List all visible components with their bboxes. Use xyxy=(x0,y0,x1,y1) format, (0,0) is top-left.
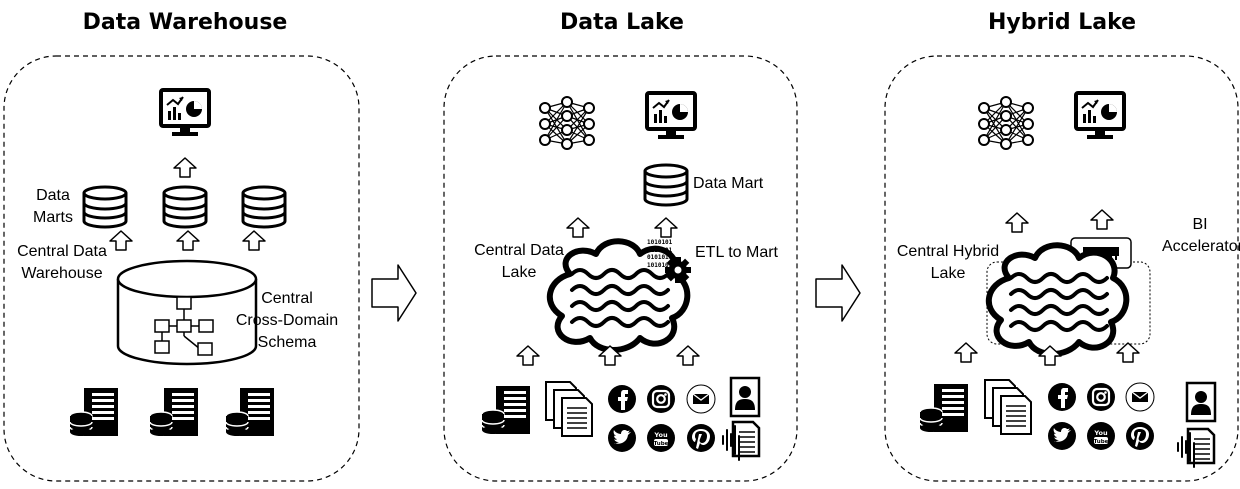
monitor-chart-icon xyxy=(1074,91,1126,141)
twitter-icon xyxy=(1048,422,1076,450)
server-icon xyxy=(69,387,119,437)
schema-icon xyxy=(154,296,214,356)
database-icon xyxy=(643,163,689,207)
audio-file-icon xyxy=(1176,427,1216,469)
arrow-right-icon xyxy=(371,264,417,322)
audio-file-icon xyxy=(721,420,761,462)
up-arrow-icon xyxy=(516,345,540,366)
neural-network-icon xyxy=(978,96,1034,150)
database-icon xyxy=(162,185,208,229)
server-icon xyxy=(481,385,531,435)
facebook-icon xyxy=(1048,383,1076,411)
up-arrow-icon xyxy=(566,217,590,238)
label-bi-accelerator: BI Accelerator xyxy=(1162,216,1240,255)
up-arrow-icon xyxy=(1116,342,1140,363)
up-arrow-icon xyxy=(654,217,678,238)
panel-hybrid-border xyxy=(884,55,1239,482)
documents-icon xyxy=(545,381,593,437)
panel-title-lake: Data Lake xyxy=(560,10,684,35)
label-central-hybrid-lake: Central Hybrid Lake xyxy=(896,243,1000,282)
panel-title-hybrid: Hybrid Lake xyxy=(987,10,1137,35)
server-icon xyxy=(225,387,275,437)
up-arrow-icon xyxy=(954,342,978,363)
label-central-lake: Central Data Lake xyxy=(474,242,564,281)
pinterest-icon xyxy=(687,424,715,452)
label-etl-to-mart: ETL to Mart xyxy=(695,244,778,261)
database-icon xyxy=(82,185,128,229)
server-icon xyxy=(919,383,969,433)
label-central-warehouse: Central Data Warehouse xyxy=(17,243,107,282)
instagram-icon xyxy=(645,383,677,415)
twitter-icon xyxy=(608,424,636,452)
up-arrow-icon xyxy=(242,230,266,251)
label-data-mart: Data Mart xyxy=(693,175,764,192)
pinterest-icon xyxy=(1126,422,1154,450)
server-icon xyxy=(149,387,199,437)
email-icon xyxy=(1125,382,1155,412)
up-arrow-icon xyxy=(676,345,700,366)
label-data-marts: Data Marts xyxy=(33,187,73,226)
label-central-schema: Central Cross-Domain Schema xyxy=(235,290,339,351)
database-icon xyxy=(241,185,287,229)
binary-data-icon: 1010101 0110101 0101010 1010101 xyxy=(647,239,673,269)
panel-warehouse-border xyxy=(3,55,360,482)
neural-network-icon xyxy=(539,96,595,150)
instagram-icon xyxy=(1085,381,1117,413)
up-arrow-icon xyxy=(1005,212,1029,233)
monitor-chart-icon xyxy=(159,88,211,138)
panel-title-warehouse: Data Warehouse xyxy=(82,10,288,35)
contact-card-icon xyxy=(729,376,761,418)
youtube-icon xyxy=(647,424,675,452)
up-arrow-icon xyxy=(1090,209,1114,230)
arrow-right-icon xyxy=(815,264,861,322)
contact-card-icon xyxy=(1185,381,1217,423)
panel-lake-border xyxy=(443,55,798,482)
youtube-icon xyxy=(1087,422,1115,450)
documents-icon xyxy=(984,379,1032,435)
up-arrow-icon xyxy=(173,157,197,178)
lake-icon xyxy=(989,245,1127,354)
up-arrow-icon xyxy=(176,230,200,251)
email-icon xyxy=(686,384,716,414)
facebook-icon xyxy=(608,385,636,413)
monitor-chart-icon xyxy=(645,91,697,141)
